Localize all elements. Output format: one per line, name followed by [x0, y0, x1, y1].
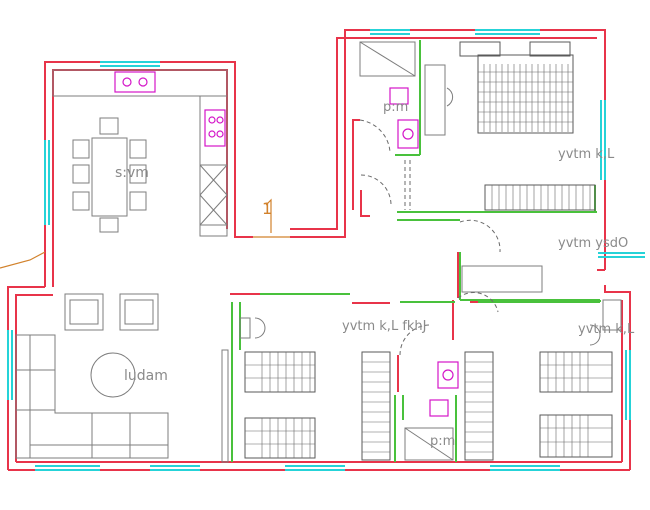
- single-bed: [244, 351, 316, 393]
- toilet: [429, 399, 449, 417]
- entrance-marker: 1: [0, 198, 290, 269]
- room-label-bath-bottom: p:m: [430, 434, 455, 449]
- room-label-bedroom-corridor: yvtm ysdO: [558, 236, 628, 251]
- room-label-master-bedroom: yvtm k,L: [558, 147, 615, 162]
- armchair: [64, 293, 104, 331]
- kitchen-furniture: [52, 69, 228, 237]
- middle-bedroom-furniture: [221, 317, 391, 463]
- windows: [7, 29, 645, 471]
- living-room-furniture: [15, 293, 169, 459]
- room-label-middle-bedroom: yvtm k,L fkhJ: [342, 319, 427, 334]
- interior-walls: [231, 40, 601, 462]
- washbasin: [437, 361, 459, 389]
- washbasin: [397, 119, 419, 149]
- entrance-number-label: 1: [262, 199, 272, 218]
- double-bed: [477, 54, 574, 134]
- wardrobe: [484, 184, 596, 211]
- single-bed: [539, 414, 613, 458]
- room-label-bath-top: p:m: [383, 100, 408, 115]
- corridor: [457, 219, 543, 313]
- room-labels: s:vm yvtm k,L yvtm ysdO yvtm k,L fkhJ yv…: [115, 100, 635, 449]
- stove: [204, 109, 226, 147]
- wardrobe: [361, 351, 391, 461]
- bottom-bathroom-fixtures: [399, 324, 459, 461]
- toilet: [389, 87, 409, 105]
- armchair: [119, 293, 159, 331]
- dining-table: [91, 137, 128, 217]
- single-bed: [539, 351, 613, 393]
- wardrobe: [464, 351, 494, 461]
- room-label-right-bedroom: yvtm k,L: [578, 322, 635, 337]
- desk: [424, 64, 446, 136]
- master-bedroom-furniture: [424, 41, 596, 211]
- kitchen-sink: [114, 71, 156, 93]
- sofa: [15, 334, 169, 459]
- top-bathroom-fixtures: [359, 41, 419, 210]
- coffee-table: [90, 352, 136, 398]
- room-label-living: ludam: [124, 368, 168, 384]
- room-label-kitchen: s:vm: [115, 165, 149, 181]
- right-bedroom-furniture: [464, 299, 622, 461]
- single-bed: [244, 417, 316, 459]
